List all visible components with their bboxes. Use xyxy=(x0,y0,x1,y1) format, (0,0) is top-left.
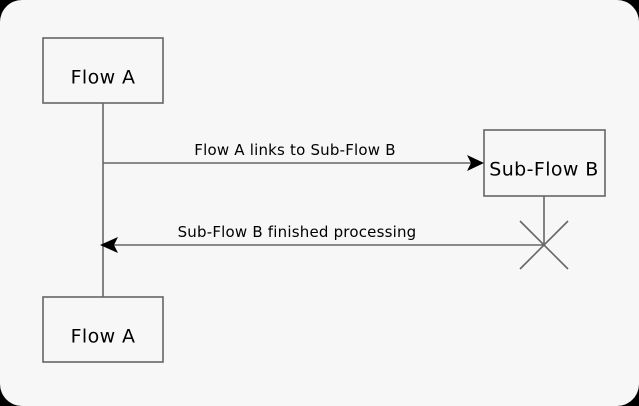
message-label: Flow A links to Sub-Flow B xyxy=(194,141,395,159)
message-sub-flow-b-finished-processing[interactable]: Sub-Flow B finished processing xyxy=(100,223,544,253)
participant-flow-a-top[interactable]: Flow A xyxy=(42,37,164,104)
participant-sub-flow-b[interactable]: Sub-Flow B xyxy=(483,129,606,197)
message-flow-a-links-to-sub-flow-b[interactable]: Flow A links to Sub-Flow B xyxy=(103,141,484,171)
arrow-head-left-icon xyxy=(100,237,118,253)
participant-label: Flow A xyxy=(71,326,136,348)
participant-flow-a-bottom[interactable]: Flow A xyxy=(42,296,164,363)
participant-box xyxy=(42,37,164,104)
participant-box xyxy=(483,129,606,197)
message-label: Sub-Flow B finished processing xyxy=(178,223,417,241)
destroy-x-stroke-2 xyxy=(519,220,569,270)
participant-label: Sub-Flow B xyxy=(489,159,598,181)
participant-box xyxy=(42,296,164,363)
destroy-x-icon xyxy=(519,220,569,270)
arrow-head-right-icon xyxy=(467,155,484,171)
participant-label: Flow A xyxy=(71,67,136,89)
